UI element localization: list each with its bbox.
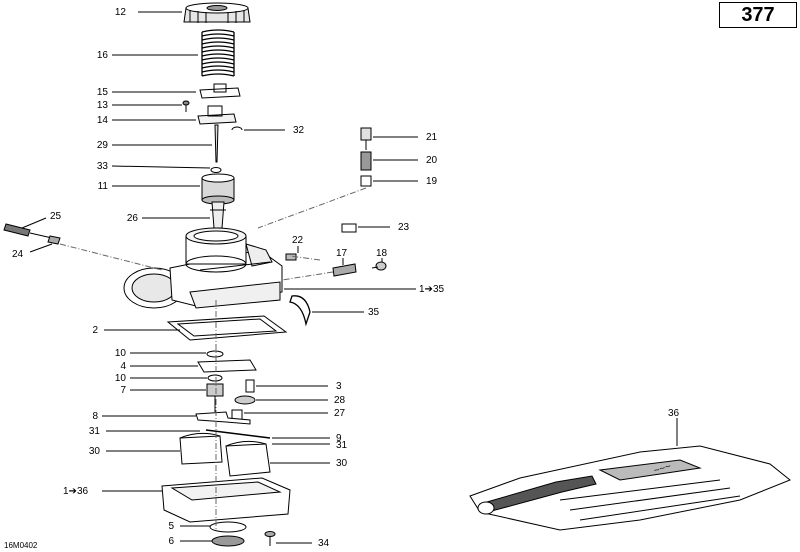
part-baffle-plate	[197, 359, 257, 373]
callout-13: 13	[97, 100, 109, 111]
part-gasket-inner	[176, 318, 278, 337]
callout-31b: 31	[336, 440, 348, 451]
part-small-screw	[182, 100, 190, 112]
callout-33: 33	[97, 161, 109, 172]
part-tool-kit: ~~~	[469, 445, 791, 531]
part-e-clip	[231, 126, 243, 131]
callout-27: 27	[334, 408, 346, 419]
page-number-box: 377	[719, 2, 797, 28]
callout-36: 36	[668, 408, 680, 419]
tool-kit-decal: ~~~	[653, 461, 673, 477]
callout-7: 7	[120, 385, 126, 396]
callout-16: 16	[97, 50, 109, 61]
callout-10a: 10	[115, 348, 127, 359]
callout-21: 21	[426, 132, 438, 143]
callout-26: 26	[127, 213, 139, 224]
callout-20: 20	[426, 155, 438, 166]
callout-24: 24	[12, 249, 24, 260]
callout-32: 32	[293, 125, 305, 136]
part-cable-adjuster	[360, 127, 372, 150]
part-washer	[234, 395, 256, 405]
part-o-ring-lower	[207, 374, 223, 382]
part-drain-plug	[211, 535, 245, 547]
callout-1-35: 1➔35	[419, 284, 445, 295]
callout-6: 6	[168, 536, 174, 547]
callout-2: 2	[92, 325, 98, 336]
part-vent-tube	[289, 295, 311, 327]
part-idle-spring	[332, 263, 357, 277]
callout-22: 22	[292, 235, 304, 246]
part-jet-holder	[206, 383, 224, 412]
part-throttle-slide	[201, 173, 235, 205]
part-pilot-jet	[245, 379, 255, 393]
callout-23: 23	[398, 222, 410, 233]
part-cap	[183, 2, 251, 23]
part-idle-screw	[371, 261, 387, 271]
part-choke-plunger	[285, 253, 297, 261]
part-float-right	[225, 443, 271, 477]
reference-code: 16M0402	[4, 541, 38, 550]
assembly-lines	[59, 187, 367, 530]
callout-28: 28	[334, 395, 346, 406]
callout-15: 15	[97, 87, 109, 98]
part-o-ring-upper	[206, 350, 224, 358]
part-float-arm	[195, 411, 251, 425]
callout-9: 9	[336, 433, 342, 444]
callout-8: 8	[92, 411, 98, 422]
part-washer-ring	[210, 167, 222, 173]
callout-34: 34	[318, 538, 330, 549]
part-needle-bracket	[197, 105, 237, 125]
callout-10b: 10	[115, 373, 127, 384]
callout-30a: 30	[89, 446, 101, 457]
part-needle-jet	[210, 201, 226, 229]
part-float-pin	[205, 429, 271, 439]
part-bowl-screw	[264, 531, 276, 546]
leader-25	[21, 217, 47, 229]
callout-17: 17	[336, 248, 348, 259]
part-jet-needle	[214, 124, 219, 163]
callout-12: 12	[115, 7, 127, 18]
part-throttle-spring	[201, 29, 235, 77]
callout-19: 19	[426, 176, 438, 187]
callout-1-36: 1➔36	[63, 486, 89, 497]
part-float-left	[179, 435, 223, 465]
part-rubber-cap	[341, 223, 357, 233]
part-clip-plate	[199, 83, 241, 99]
part-adjuster-spring	[360, 151, 372, 171]
callout-31a: 31	[89, 426, 101, 437]
part-float-bowl-gasket	[166, 315, 288, 341]
callout-30b: 30	[336, 458, 348, 469]
leader-24	[29, 243, 53, 253]
part-drain-o-ring	[209, 521, 247, 533]
callout-29: 29	[97, 140, 109, 151]
part-pilot-air-screw	[3, 223, 53, 239]
part-pilot-spring	[47, 235, 61, 245]
leader-33	[111, 165, 211, 169]
callout-4: 4	[120, 361, 126, 372]
part-float-bowl	[161, 477, 291, 523]
part-carburetor-body	[123, 227, 283, 309]
callout-35: 35	[368, 307, 380, 318]
callout-3: 3	[336, 381, 342, 392]
callout-14: 14	[97, 115, 109, 126]
callout-5: 5	[168, 521, 174, 532]
callout-18: 18	[376, 248, 388, 259]
callout-25: 25	[50, 211, 62, 222]
part-adjuster-nut	[360, 175, 372, 187]
callout-11: 11	[98, 181, 109, 192]
